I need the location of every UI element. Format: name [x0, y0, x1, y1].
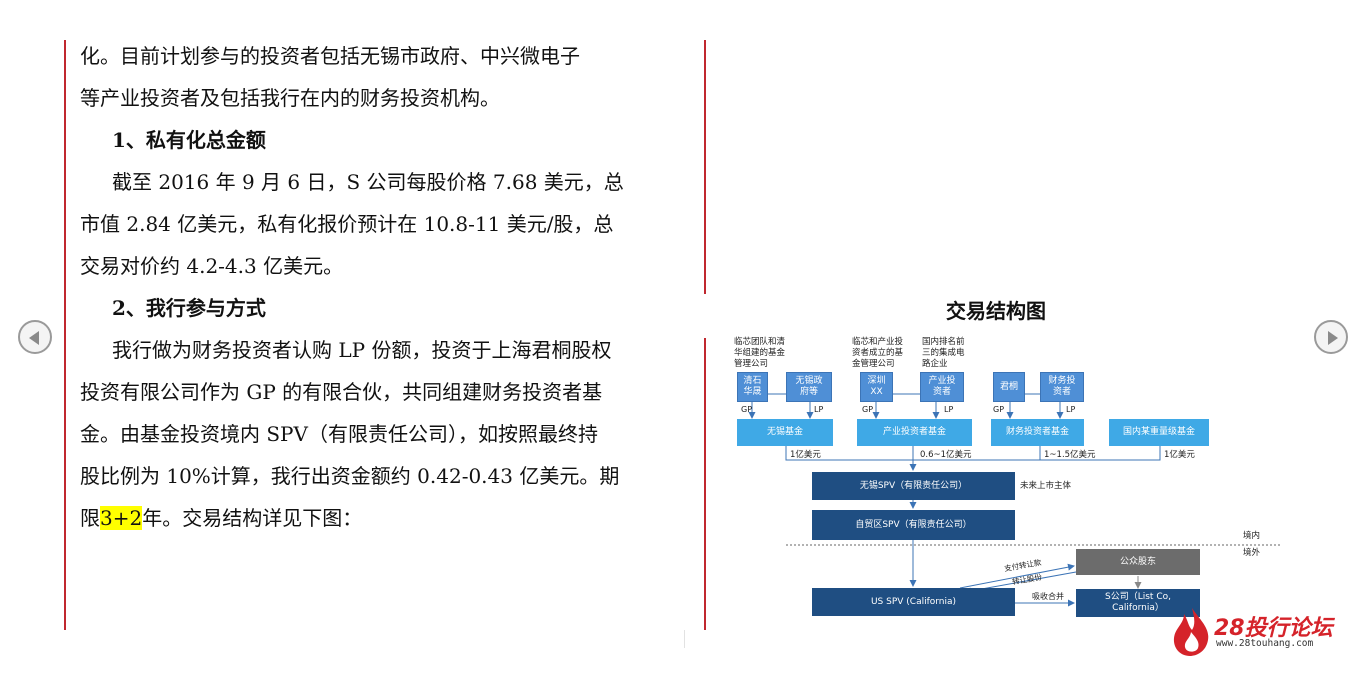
annotation-note: 国内排名前 三的集成电 路企业 [922, 337, 965, 370]
arrow-left-icon [29, 331, 39, 345]
us-spv-box: US SPV (California) [812, 588, 1015, 616]
logo-text: 28投行论坛 [1214, 616, 1333, 641]
previous-page-button[interactable] [18, 320, 52, 354]
logo-url: www.28touhang.com [1216, 638, 1314, 649]
investor-box: 无锡政 府等 [786, 372, 832, 402]
domestic-label: 境内 [1243, 531, 1261, 541]
arrow-right-icon [1328, 331, 1338, 345]
page-margin-line [704, 338, 706, 630]
text-line: 投资有限公司作为 GP 的有限合伙，共同组建财务投资者基 [80, 380, 603, 404]
next-page-button[interactable] [1314, 320, 1348, 354]
left-page: 化。目前计划参与的投资者包括无锡市政府、中兴微电子 等产业投资者及包括我行在内的… [64, 40, 686, 630]
fund-box: 产业投资者基金 [857, 419, 972, 446]
amount-label: 1~1.5亿美元 [1044, 450, 1096, 460]
text-prefix: 限 [80, 506, 100, 530]
investor-box: 君桐 [993, 372, 1025, 402]
text-line: 金。由基金投资境内 SPV（有限责任公司），如按照最终持 [80, 422, 598, 446]
lp-label: LP [814, 405, 824, 414]
lp-label: LP [944, 405, 954, 414]
page-margin-line [704, 40, 706, 294]
overseas-label: 境外 [1243, 548, 1261, 558]
amount-label: 1亿美元 [790, 450, 821, 460]
text-line-last: 限3+2年。交易结构详见下图： [80, 506, 362, 530]
investor-box: 深圳 XX [860, 372, 893, 402]
wuxi-spv-box: 无锡SPV（有限责任公司） [812, 472, 1015, 500]
annotation-note: 临芯和产业投 资者成立的基 金管理公司 [852, 337, 903, 370]
site-logo: 28投行论坛 www.28touhang.com [1170, 606, 1350, 656]
arrow-label: 吸收合并 [1032, 592, 1064, 601]
public-shareholders-box: 公众股东 [1076, 549, 1200, 575]
text-suffix: 年。交易结构详见下图： [142, 506, 363, 530]
text-line: 股比例为 10%计算，我行出资金额约 0.42-0.43 亿美元。期 [80, 464, 620, 488]
gp-label: GP [741, 405, 753, 414]
text-line: 截至 2016 年 9 月 6 日，S 公司每股价格 7.68 美元，总 [112, 170, 624, 194]
text-line: 我行做为财务投资者认购 LP 份额，投资于上海君桐股权 [112, 338, 612, 362]
note-text: 国内排名前 三的集成电 路企业 [922, 337, 965, 369]
section-heading: 2、我行参与方式 [112, 296, 266, 320]
fund-box: 财务投资者基金 [991, 419, 1084, 446]
section-heading: 1、私有化总金额 [112, 128, 266, 152]
amount-label: 0.6~1亿美元 [920, 450, 972, 460]
text-line: 化。目前计划参与的投资者包括无锡市政府、中兴微电子 [80, 44, 580, 68]
lp-label: LP [1066, 405, 1076, 414]
text-line: 市值 2.84 亿美元，私有化报价预计在 10.8-11 美元/股，总 [80, 212, 614, 236]
s-company-box: S公司（List Co, California） [1076, 589, 1200, 617]
figure-title: 交易结构图 [946, 299, 1046, 323]
spv-note: 未来上市主体 [1020, 481, 1072, 491]
investor-box: 产业投 资者 [920, 372, 964, 402]
annotation-note: 临芯团队和清 华组建的基金 管理公司 [734, 337, 785, 370]
fund-box: 国内某重量级基金 [1109, 419, 1209, 446]
text-line: 等产业投资者及包括我行在内的财务投资机构。 [80, 86, 500, 110]
ftz-spv-box: 自贸区SPV（有限责任公司） [812, 510, 1015, 540]
amount-label: 1亿美元 [1164, 450, 1195, 460]
investor-box: 财务投 资者 [1040, 372, 1084, 402]
text-line: 交易对价约 4.2-4.3 亿美元。 [80, 254, 344, 278]
gp-label: GP [993, 405, 1005, 414]
highlighted-term: 3+2 [100, 506, 143, 530]
note-text: 临芯和产业投 资者成立的基 金管理公司 [852, 337, 904, 369]
fund-box: 无锡基金 [737, 419, 833, 446]
flame-logo-icon [1173, 608, 1209, 656]
investor-box: 清石 华晟 [737, 372, 768, 402]
note-text: 临芯团队和清 华组建的基金 管理公司 [734, 337, 786, 369]
gp-label: GP [862, 405, 874, 414]
